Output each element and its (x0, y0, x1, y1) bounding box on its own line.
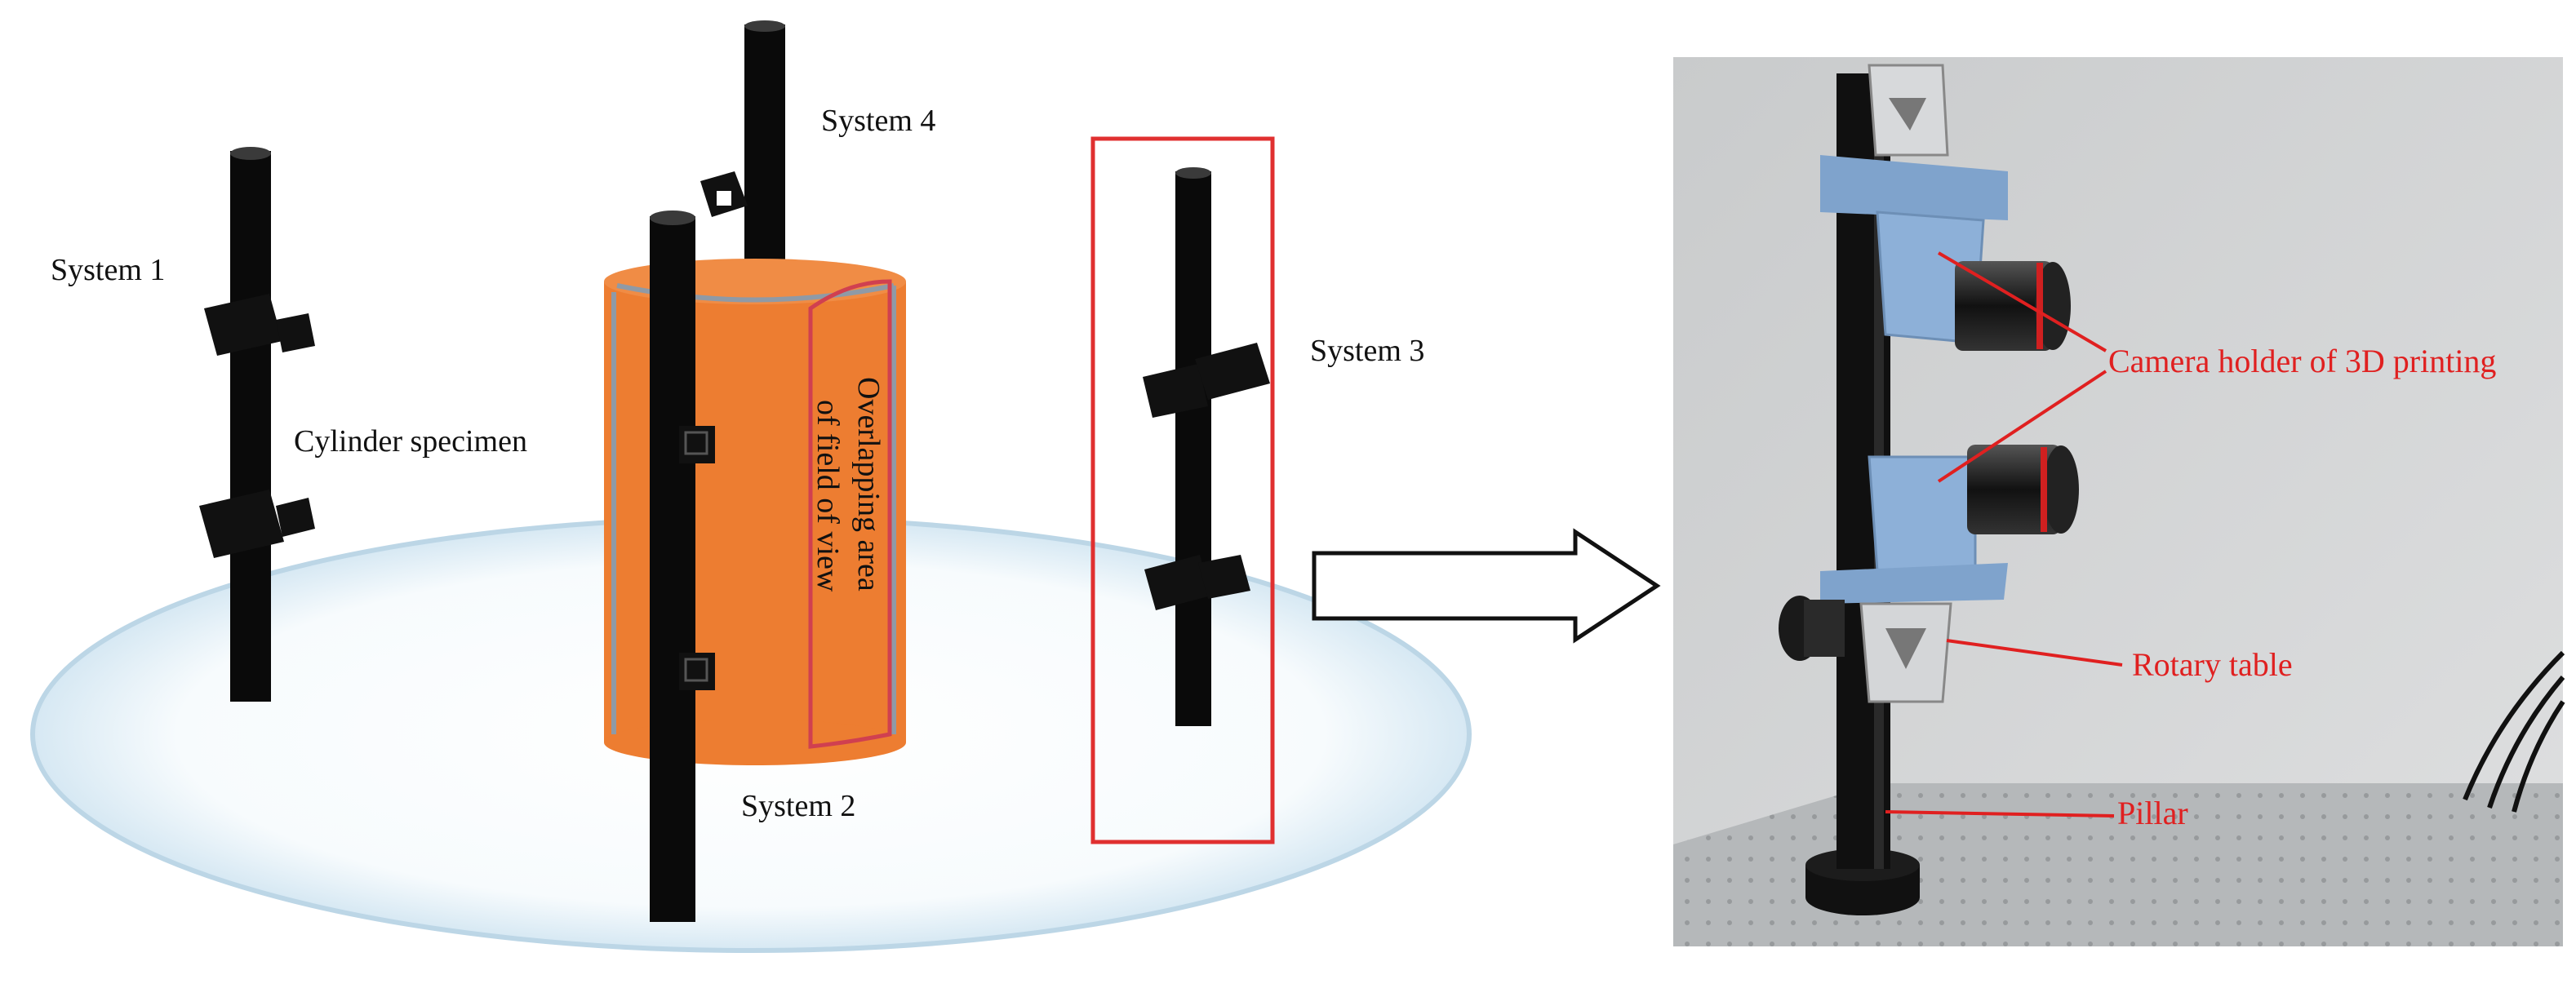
system-2-camera-lower (679, 653, 715, 690)
system-3-camera-upper (1143, 343, 1270, 418)
camera-holder-label: Camera holder of 3D printing (2108, 343, 2496, 379)
system-1-camera-upper (204, 294, 315, 356)
system-2-label: System 2 (741, 789, 855, 823)
system-2-pillar (650, 210, 695, 922)
cylinder-specimen-label: Cylinder specimen (294, 424, 527, 459)
system-3-camera-lower (1144, 555, 1250, 610)
system-4-label: System 4 (821, 104, 935, 138)
rotary-table-label: Rotary table (2132, 646, 2293, 683)
system-3-pillar (1175, 167, 1211, 726)
pillar-label: Pillar (2117, 795, 2188, 831)
overlap-area-label: Overlapping area of field of view (811, 377, 886, 592)
system-1-camera-lower (199, 490, 315, 558)
photo-leader-lines (1885, 251, 2123, 818)
system-2-camera-upper (679, 426, 715, 463)
system-3-highlight-box (1090, 136, 1275, 844)
system-1-pillar (230, 147, 271, 702)
system-1-label: System 1 (51, 253, 165, 287)
overlap-label-line-2: of field of view (811, 400, 845, 592)
hollow-arrow (1312, 528, 1661, 644)
system-4-pillar (744, 20, 785, 269)
overlap-area (808, 279, 892, 749)
setup-photo (1673, 57, 2565, 946)
overlap-label-line-1: Overlapping area (851, 377, 886, 592)
system-4-camera (700, 171, 748, 217)
system-3-label: System 3 (1310, 334, 1424, 368)
